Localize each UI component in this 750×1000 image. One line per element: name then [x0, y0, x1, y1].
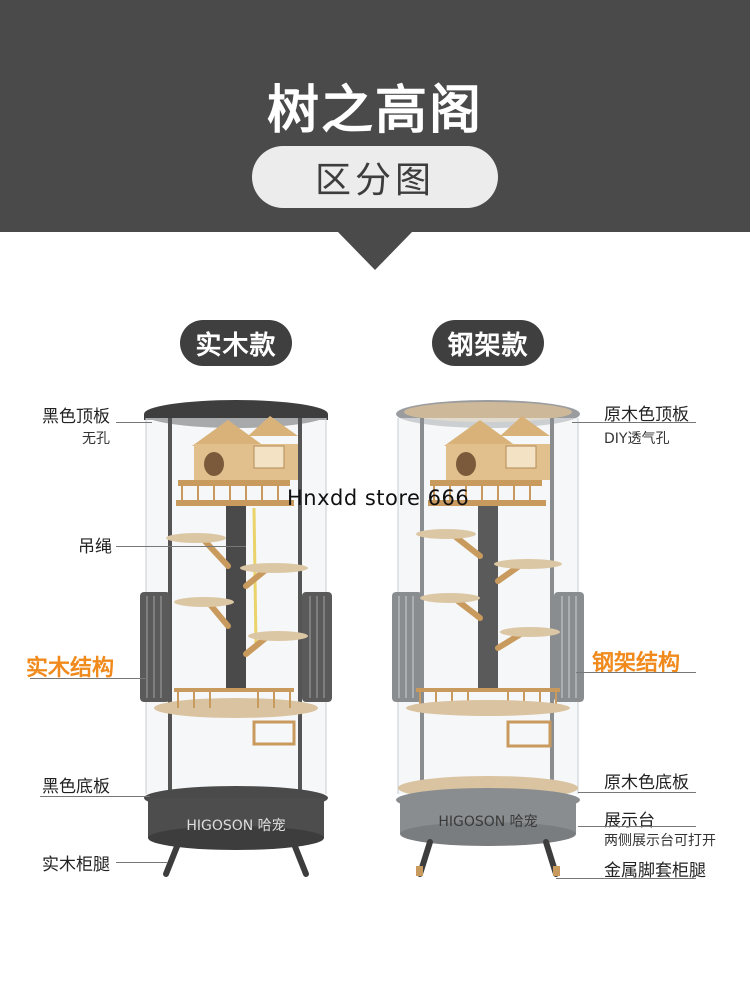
callout-steel-display-stand: 展示台: [604, 811, 655, 831]
leader-line: [30, 678, 148, 679]
leader-line: [578, 826, 696, 827]
callout-steel-structure: 钢架结构: [592, 651, 681, 676]
subtitle-text: 区分图: [314, 160, 435, 201]
callout-steel-bottom-panel: 原木色底板: [604, 773, 689, 793]
callout-wood-bottom-panel: 黑色底板: [42, 777, 110, 797]
leader-line: [116, 546, 246, 547]
model-label-steel: 钢架款: [432, 320, 544, 366]
cage-illustration-steel: HIGOSON 哈宠: [392, 400, 584, 877]
svg-text:HIGOSON 哈宠: HIGOSON 哈宠: [438, 814, 537, 830]
callout-steel-display-stand-note: 两侧展示台可打开: [604, 833, 716, 849]
leader-line: [572, 422, 696, 423]
callout-wood-structure: 实木结构: [26, 656, 115, 681]
callout-steel-top-panel-note: DIY透气孔: [604, 431, 670, 447]
subtitle-badge: 区分图: [252, 146, 498, 208]
model-label-wood: 实木款: [180, 320, 292, 366]
callout-wood-legs: 实木柜腿: [42, 855, 110, 875]
leader-line: [116, 422, 152, 423]
svg-text:HIGOSON 哈宠: HIGOSON 哈宠: [186, 818, 285, 834]
callout-steel-legs: 金属脚套柜腿: [604, 861, 706, 881]
page-title: 树之高阁: [266, 81, 483, 141]
callout-steel-top-panel: 原木色顶板: [604, 405, 689, 425]
cage-illustration-wood: HIGOSON 哈宠: [140, 400, 332, 877]
callout-wood-rope: 吊绳: [78, 537, 112, 557]
callout-wood-top-panel: 黑色顶板: [42, 407, 110, 427]
leader-line: [576, 672, 696, 673]
leader-line: [40, 796, 150, 797]
header-banner: [0, 0, 750, 270]
leader-line: [116, 862, 168, 863]
leader-line: [578, 792, 696, 793]
leader-line: [556, 878, 696, 879]
store-watermark: Hnxdd store 666: [287, 486, 470, 510]
callout-wood-top-panel-note: 无孔: [82, 431, 110, 447]
